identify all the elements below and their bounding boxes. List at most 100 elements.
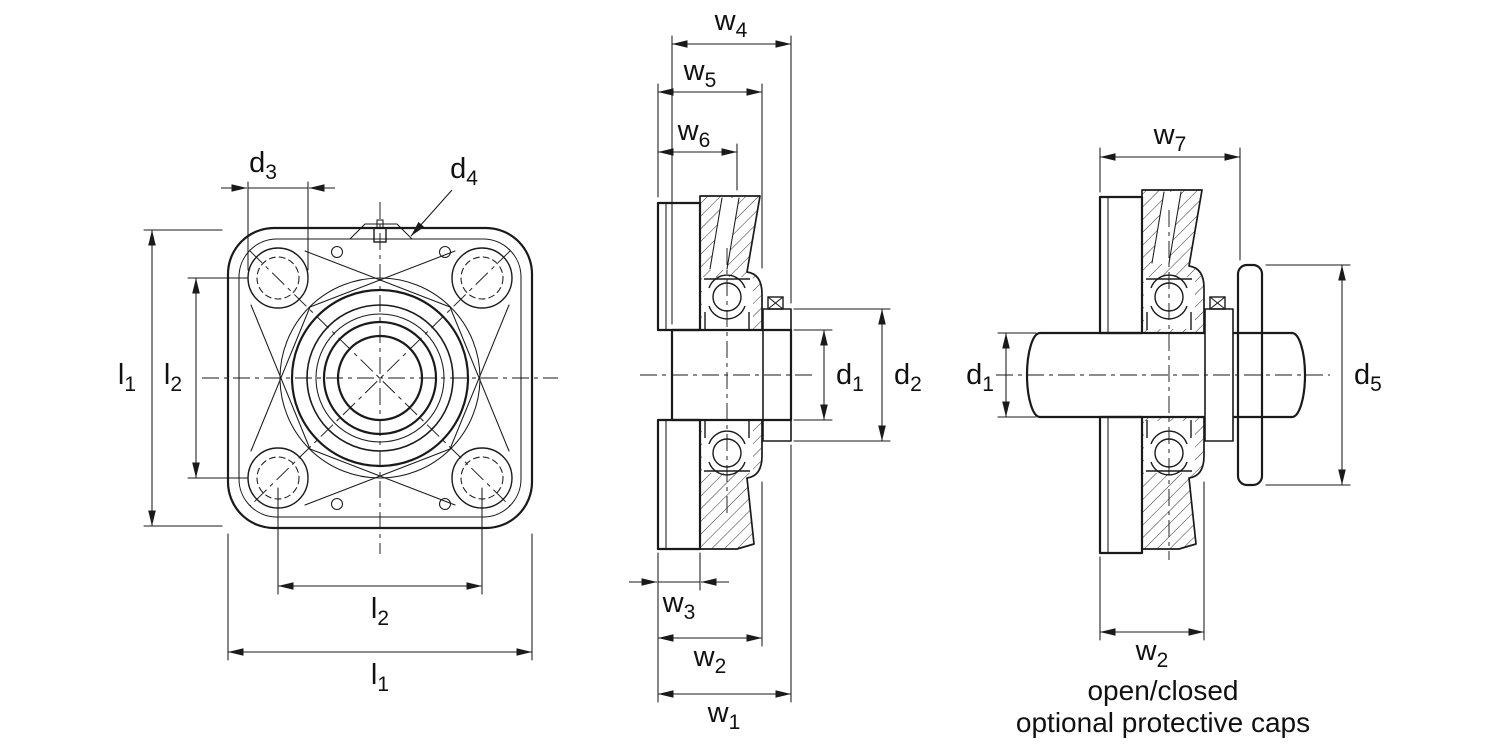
dim-label-w7: w7 xyxy=(1153,119,1187,156)
dim-base: d xyxy=(894,359,910,391)
dim-label-w4: w4 xyxy=(714,5,748,42)
dim-l1-left: l1 xyxy=(118,229,223,527)
caption-line2: optional protective caps xyxy=(1016,707,1310,738)
dim-w6: w6 xyxy=(658,115,738,191)
dim-d2: d2 xyxy=(793,308,922,442)
dim-w5: w5 xyxy=(657,55,763,269)
bolt-hole-edge xyxy=(1151,191,1165,264)
set-screw-slot xyxy=(767,296,784,310)
dim-base: l xyxy=(371,593,377,625)
dim-sub: 1 xyxy=(377,673,389,696)
dim-sub: 1 xyxy=(124,373,136,396)
center-lines xyxy=(640,248,812,516)
bearing-top xyxy=(1144,274,1195,330)
dim-w4: w4 xyxy=(671,5,792,325)
bearing-bottom xyxy=(1144,420,1195,476)
dim-label-w5: w5 xyxy=(683,55,717,92)
dim-sub: 4 xyxy=(736,19,748,42)
center-lines xyxy=(202,202,558,554)
dim-sub: 3 xyxy=(684,601,696,624)
dim-sub: 5 xyxy=(705,69,717,92)
grease-boss xyxy=(349,223,413,240)
dim-sub: 3 xyxy=(265,161,277,184)
shaft-end-right xyxy=(1290,331,1307,419)
front-view: l1 l2 d3 d4 l2 xyxy=(118,147,558,696)
rib-edge xyxy=(309,448,456,506)
bearing-bottom xyxy=(702,420,753,476)
side-view: w7 d1 d5 w2 open/closed optional protect… xyxy=(966,119,1382,738)
dim-w7: w7 xyxy=(1099,119,1241,261)
dim-d3: d3 xyxy=(221,147,335,271)
dim-label-w2-section: w2 xyxy=(693,641,727,678)
dim-sub: 1 xyxy=(729,711,741,734)
dim-sub: 1 xyxy=(982,373,994,396)
dim-base: d xyxy=(1354,359,1370,391)
bolt-hole-hidden xyxy=(460,256,504,300)
dim-d1-section: d1 xyxy=(793,329,864,421)
dim-base: d xyxy=(450,153,466,185)
dim-label-w1: w1 xyxy=(707,697,741,734)
dim-l2-left: l2 xyxy=(164,277,249,479)
dim-l2-bottom: l2 xyxy=(277,487,483,630)
bolt-hole-edge xyxy=(1168,191,1182,264)
dim-d4-leader: d4 xyxy=(410,153,478,237)
plate-upper xyxy=(1098,195,1144,335)
dim-label-d2: d2 xyxy=(894,359,922,396)
dim-base: w xyxy=(677,115,700,147)
dim-base: w xyxy=(1153,119,1176,151)
dim-base: l xyxy=(164,359,170,391)
bolt-hole-hidden xyxy=(256,256,300,300)
dim-label-l1-bottom: l1 xyxy=(371,659,389,696)
rib-edge xyxy=(304,250,451,308)
dim-sub: 7 xyxy=(1175,133,1187,156)
dim-label-w2-side: w2 xyxy=(1135,635,1169,672)
caption: open/closed optional protective caps xyxy=(1016,675,1310,738)
dim-sub: 5 xyxy=(1370,373,1382,396)
bolt-hole xyxy=(451,247,513,309)
mount-hole xyxy=(438,245,452,259)
dim-w1: w1 xyxy=(658,444,792,734)
bolt-hole-band xyxy=(710,198,739,270)
dim-label-d4: d4 xyxy=(450,153,478,190)
dim-base: d xyxy=(966,359,982,391)
dim-sub: 2 xyxy=(1157,649,1169,672)
dim-base: d xyxy=(836,359,852,391)
set-screw-slot xyxy=(1209,296,1226,310)
center-lines xyxy=(996,210,1330,560)
plate-upper xyxy=(656,201,702,332)
dim-base: l xyxy=(371,659,377,691)
dim-d5: d5 xyxy=(1265,264,1382,486)
flange-plate xyxy=(656,201,702,551)
rib-edge xyxy=(309,250,456,308)
dim-label-w6: w6 xyxy=(677,115,711,152)
mount-hole xyxy=(330,245,344,259)
bolt-hole-edge xyxy=(709,197,723,270)
dim-sub: 2 xyxy=(715,655,727,678)
dim-label-l2-bottom: l2 xyxy=(371,593,389,630)
dim-base: l xyxy=(118,359,124,391)
outer-race xyxy=(708,274,746,289)
dim-base: w xyxy=(693,641,716,673)
dim-label-d1-side: d1 xyxy=(966,359,994,396)
mount-hole xyxy=(438,497,452,511)
dim-base: w xyxy=(662,587,685,619)
dim-sub: 2 xyxy=(910,373,922,396)
diagonal-center-line xyxy=(249,250,511,507)
dim-sub: 4 xyxy=(466,167,478,190)
dim-label-d5: d5 xyxy=(1354,359,1382,396)
leader-line xyxy=(410,189,453,237)
section-view: w4 w5 w6 d1 d2 xyxy=(629,5,922,734)
bolt-hole-edge xyxy=(726,197,740,270)
mount-hole xyxy=(330,497,344,511)
plate-lower xyxy=(656,418,702,551)
dim-label-d1-section: d1 xyxy=(836,359,864,396)
set-screw xyxy=(767,296,784,310)
bearing-top xyxy=(702,274,753,330)
dim-sub: 6 xyxy=(699,129,711,152)
dim-base: d xyxy=(249,147,265,179)
diagonal-center-line xyxy=(249,250,511,507)
bolt-hole-band xyxy=(1152,192,1181,264)
set-screw xyxy=(1209,296,1226,310)
